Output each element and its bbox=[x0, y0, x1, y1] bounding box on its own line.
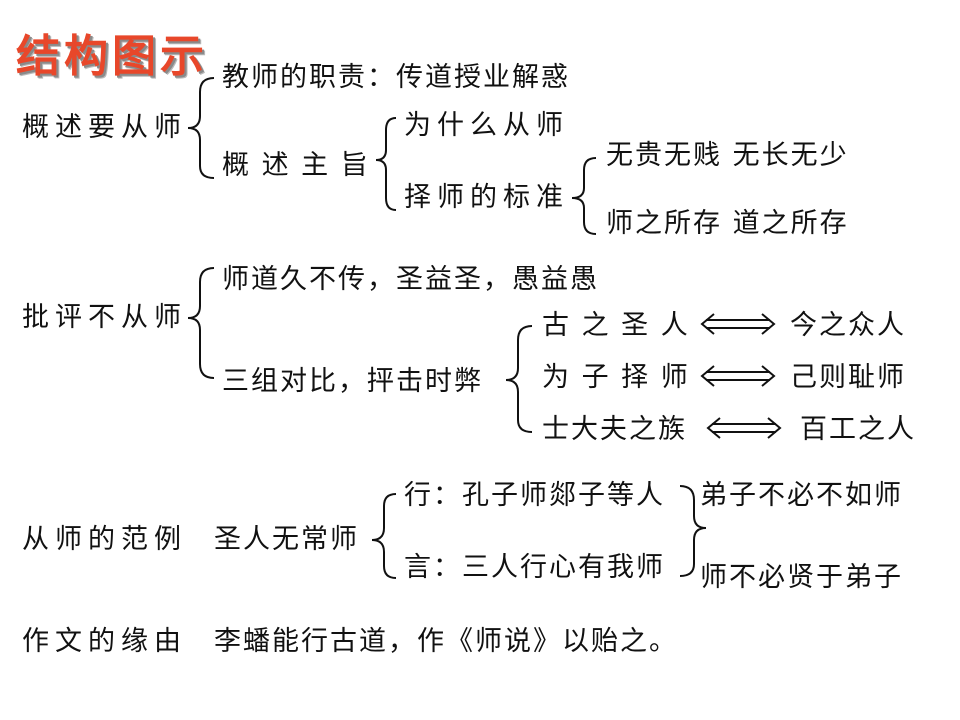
brace-conclusions bbox=[679, 485, 707, 577]
section-3-label: 从师的范例 bbox=[22, 524, 187, 555]
comparison-left-3: 士大夫之族 bbox=[542, 414, 687, 445]
teacher-duty-text: 教师的职责：传道授业解惑 bbox=[222, 62, 570, 93]
comparison-right-3: 百工之人 bbox=[800, 414, 916, 445]
example-deed: 行：孔子师郯子等人 bbox=[404, 480, 665, 511]
comparison-right-2: 己则耻师 bbox=[790, 362, 906, 393]
double-arrow-2 bbox=[700, 365, 776, 387]
section-1-label: 概述要从师 bbox=[22, 112, 187, 143]
comparison-right-1: 今之众人 bbox=[790, 310, 906, 341]
double-arrow-1 bbox=[700, 313, 776, 335]
brace-section-1 bbox=[187, 77, 215, 179]
brace-comparisons bbox=[505, 325, 533, 433]
teacher-standard-label: 择师的标准 bbox=[404, 182, 569, 213]
comparisons-label: 三组对比，抨击时弊 bbox=[222, 366, 483, 397]
brace-section-2 bbox=[187, 267, 215, 379]
section-2-label: 批评不从师 bbox=[22, 302, 187, 333]
conclusion-1: 弟子不必不如师 bbox=[700, 480, 903, 511]
standard-item-1: 无贵无贱 无长无少 bbox=[606, 140, 849, 171]
double-arrow-3 bbox=[706, 417, 782, 439]
sage-no-fixed-teacher: 圣人无常师 bbox=[214, 524, 359, 555]
conclusion-2: 师不必贤于弟子 bbox=[700, 562, 903, 593]
section-4-label: 作文的缘由 bbox=[22, 626, 187, 657]
theme-label: 概 述 主 旨 bbox=[222, 150, 370, 181]
example-word: 言：三人行心有我师 bbox=[404, 552, 665, 583]
brace-theme bbox=[375, 117, 397, 211]
page-title: 结构图示 bbox=[16, 31, 208, 82]
decline-text: 师道久不传，圣益圣，愚益愚 bbox=[222, 264, 599, 295]
comparison-left-1: 古 之 圣 人 bbox=[542, 310, 690, 341]
why-follow-teacher: 为什么从师 bbox=[404, 110, 569, 141]
writing-reason-text: 李蟠能行古道，作《师说》以贻之。 bbox=[214, 626, 678, 657]
brace-standard bbox=[571, 157, 597, 235]
brace-section-3 bbox=[371, 493, 397, 579]
comparison-left-2: 为 子 择 师 bbox=[542, 362, 690, 393]
standard-item-2: 师之所存 道之所存 bbox=[606, 208, 849, 239]
